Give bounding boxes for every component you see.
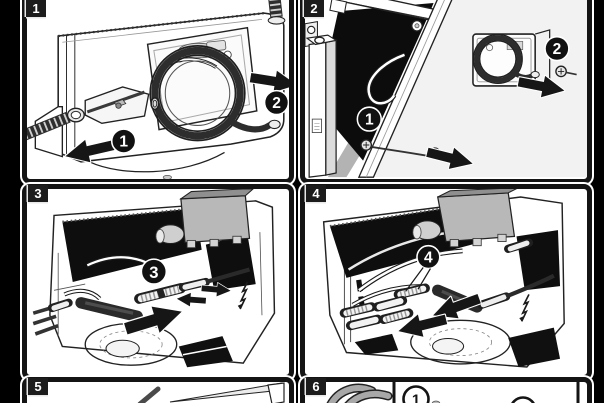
column-edge: [267, 382, 285, 403]
open-interior: [329, 2, 434, 161]
step-number-badge-6: 6: [306, 378, 326, 395]
cable-loop: [366, 52, 406, 106]
callout-1-badge: 1: [402, 385, 430, 403]
coiled-hose-icon: [149, 45, 281, 142]
step-4-illustration: 4: [322, 189, 565, 368]
svg-text:2: 2: [272, 95, 281, 112]
svg-text:1: 1: [365, 112, 374, 129]
parts-inset-box: 1 2: [392, 382, 580, 403]
step-1-illustration: 1 2: [27, 0, 289, 179]
hose-recess-window: [472, 29, 551, 91]
step-panel-4: 4: [300, 184, 592, 380]
svg-text:3: 3: [149, 263, 158, 282]
step-number-badge-1: 1: [26, 0, 46, 17]
step-panel-3: 3: [22, 184, 294, 380]
step-6-illustration: 1 2: [326, 382, 580, 403]
step-panel-2: 1 2: [300, 0, 592, 184]
hose-clamp-plate: [84, 86, 160, 125]
tool-handle: [137, 386, 161, 403]
cable-connector-icon: [75, 267, 251, 323]
svg-text:4: 4: [424, 250, 433, 267]
svg-text:2: 2: [553, 41, 562, 58]
callout-2-badge: 2: [544, 35, 570, 62]
step-panel-5: [22, 377, 294, 403]
step-number-badge-2: 2: [304, 0, 324, 17]
step-number-badge-4: 4: [306, 185, 326, 202]
callout-1-badge: 1: [110, 128, 137, 154]
step-3-illustration: 3: [32, 189, 276, 368]
callout-1-badge: 1: [356, 106, 382, 132]
corrugated-hose-icon: [27, 107, 85, 141]
step-2-illustration: 1 2: [305, 0, 587, 178]
svg-text:1: 1: [119, 134, 128, 151]
hose-icon: [326, 383, 393, 403]
step-panel-6: 1 2: [300, 377, 592, 403]
step-panel-1: 1 2: [22, 0, 294, 184]
fan-icon: [354, 319, 561, 368]
callout-2-badge: 2: [263, 89, 289, 116]
callout-leader-lines: [405, 267, 431, 292]
svg-text:1: 1: [412, 392, 420, 403]
support-column: [305, 21, 338, 178]
vent-hose-top-icon: [267, 0, 286, 25]
step-number-badge-3: 3: [28, 185, 48, 202]
condenser-box: [412, 189, 518, 248]
screw-icon: [555, 65, 577, 78]
fan-icon: [84, 322, 233, 368]
step-number-badge-5: 5: [28, 378, 48, 395]
step-5-illustration: [137, 382, 285, 403]
panel-edge: [169, 382, 283, 403]
callout-4-badge: 4: [405, 244, 441, 292]
callout-3-badge: 3: [140, 258, 168, 285]
condenser-box: [155, 189, 254, 249]
